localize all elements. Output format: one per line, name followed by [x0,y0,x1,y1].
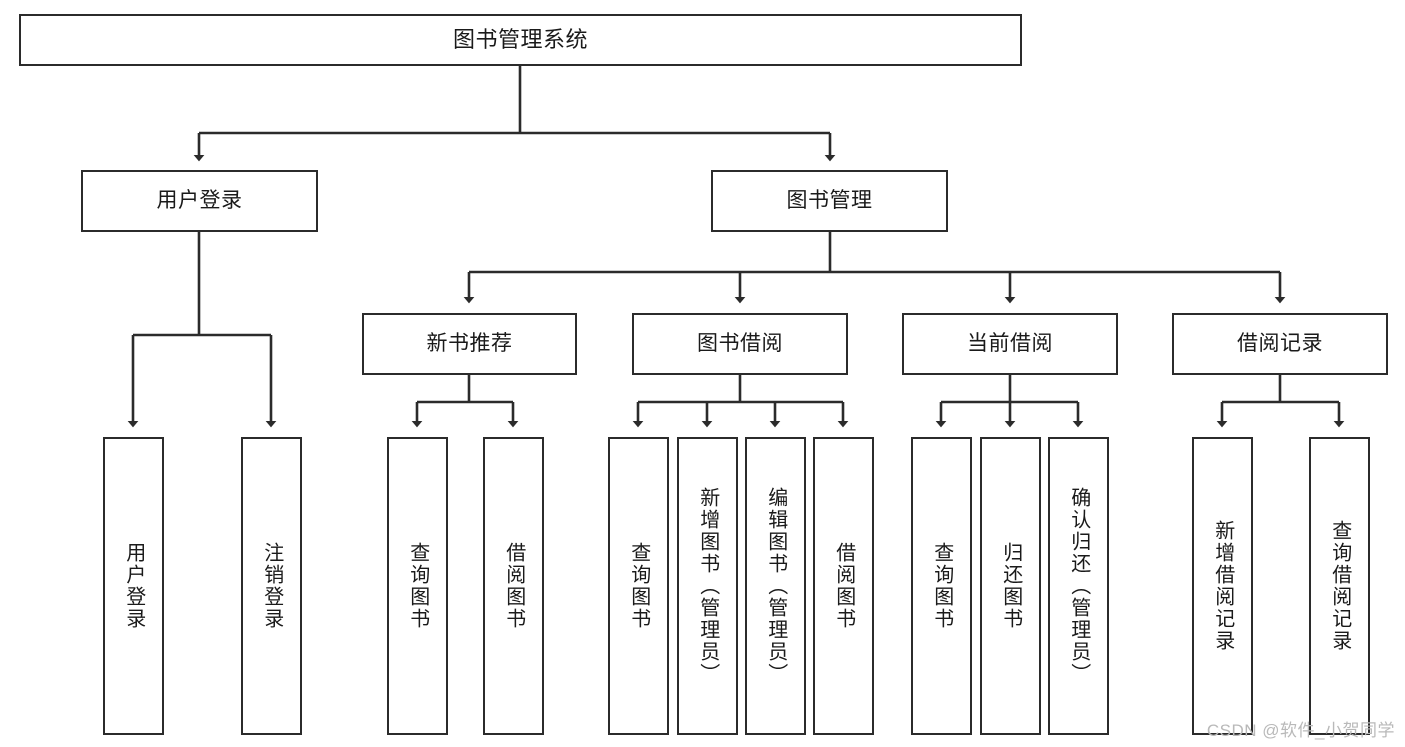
node-new-book-rec-label: 新书推荐 [426,332,513,356]
node-leaf-confirm-return-label: 确认归还（管理员） [1067,487,1090,685]
node-leaf-borrow-book-2-label: 借阅图书 [832,542,855,630]
watermark-text: CSDN @软件_小贺同学 [1206,721,1395,740]
node-borrow-record-label: 借阅记录 [1237,332,1323,356]
node-leaf-add-book-label: 新增图书（管理员） [696,487,719,685]
node-book-borrow-label: 图书借阅 [697,332,783,356]
node-leaf-return-book[interactable]: 归还图书 [980,437,1041,735]
node-leaf-edit-book[interactable]: 编辑图书（管理员） [745,437,806,735]
node-leaf-user-logout[interactable]: 注销登录 [241,437,302,735]
node-leaf-user-logout-label: 注销登录 [260,542,283,630]
node-leaf-query-book-2[interactable]: 查询图书 [608,437,669,735]
node-leaf-query-book-1[interactable]: 查询图书 [387,437,448,735]
node-leaf-edit-book-label: 编辑图书（管理员） [764,487,787,685]
node-user-login-label: 用户登录 [156,189,243,213]
node-book-manage-label: 图书管理 [786,189,873,213]
node-leaf-user-login[interactable]: 用户登录 [103,437,164,735]
node-leaf-query-book-2-label: 查询图书 [627,542,650,630]
node-borrow-record[interactable]: 借阅记录 [1172,313,1388,375]
node-leaf-query-record-label: 查询借阅记录 [1328,520,1351,652]
node-leaf-borrow-book-1-label: 借阅图书 [502,542,525,630]
node-leaf-user-login-label: 用户登录 [122,542,145,630]
node-leaf-borrow-book-1[interactable]: 借阅图书 [483,437,544,735]
node-leaf-return-book-label: 归还图书 [999,542,1022,630]
node-leaf-query-book-3[interactable]: 查询图书 [911,437,972,735]
node-leaf-add-record[interactable]: 新增借阅记录 [1192,437,1253,735]
node-leaf-add-record-label: 新增借阅记录 [1211,520,1234,652]
node-leaf-borrow-book-2[interactable]: 借阅图书 [813,437,874,735]
node-leaf-query-book-1-label: 查询图书 [406,542,429,630]
node-book-manage[interactable]: 图书管理 [711,170,948,232]
node-leaf-query-book-3-label: 查询图书 [930,542,953,630]
node-current-borrow[interactable]: 当前借阅 [902,313,1118,375]
node-leaf-confirm-return[interactable]: 确认归还（管理员） [1048,437,1109,735]
node-user-login[interactable]: 用户登录 [81,170,318,232]
node-current-borrow-label: 当前借阅 [967,332,1053,356]
node-leaf-query-record[interactable]: 查询借阅记录 [1309,437,1370,735]
node-root[interactable]: 图书管理系统 [19,14,1022,66]
node-book-borrow[interactable]: 图书借阅 [632,313,848,375]
node-root-label: 图书管理系统 [452,26,588,52]
node-leaf-add-book[interactable]: 新增图书（管理员） [677,437,738,735]
node-new-book-rec[interactable]: 新书推荐 [362,313,577,375]
